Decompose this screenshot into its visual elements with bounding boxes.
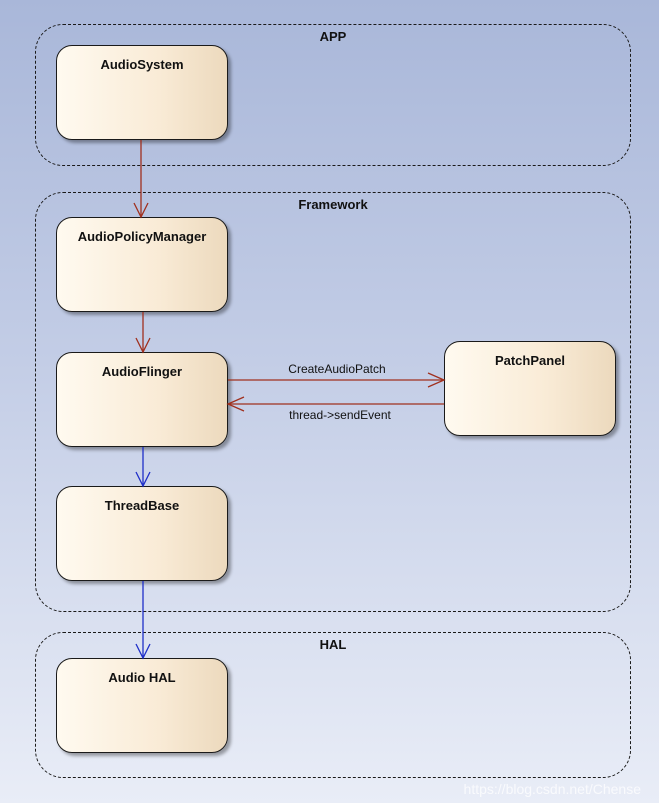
group-app: APP — [35, 24, 631, 166]
edge-label-create-audio-patch: CreateAudioPatch — [288, 362, 385, 376]
node-patch-panel[interactable]: PatchPanel — [444, 341, 616, 436]
group-hal-label: HAL — [319, 637, 347, 652]
arrow-send-event — [226, 396, 444, 412]
node-audio-flinger[interactable]: AudioFlinger — [56, 352, 228, 447]
node-audio-system-label: AudioSystem — [100, 57, 184, 72]
arrow-flinger-to-threadbase — [135, 447, 151, 488]
group-framework-label: Framework — [298, 197, 368, 212]
node-audio-policy-manager[interactable]: AudioPolicyManager — [56, 217, 228, 312]
group-app-label: APP — [319, 29, 347, 44]
group-framework: Framework — [35, 192, 631, 612]
node-thread-base-label: ThreadBase — [104, 498, 180, 513]
group-hal: HAL — [35, 632, 631, 778]
node-audio-flinger-label: AudioFlinger — [101, 364, 183, 379]
node-patch-panel-label: PatchPanel — [494, 353, 566, 368]
node-thread-base[interactable]: ThreadBase — [56, 486, 228, 581]
arrow-policy-to-flinger — [135, 312, 151, 354]
arrow-threadbase-to-hal — [135, 581, 151, 660]
node-audio-policy-manager-label: AudioPolicyManager — [77, 229, 207, 244]
node-audio-system[interactable]: AudioSystem — [56, 45, 228, 140]
arrow-create-audio-patch — [228, 372, 446, 388]
node-audio-hal-label: Audio HAL — [108, 670, 176, 685]
watermark: https://blog.csdn.net/Chense — [463, 781, 641, 797]
node-audio-hal[interactable]: Audio HAL — [56, 658, 228, 753]
edge-label-send-event: thread->sendEvent — [289, 408, 391, 422]
arrow-system-to-policy — [133, 140, 149, 219]
